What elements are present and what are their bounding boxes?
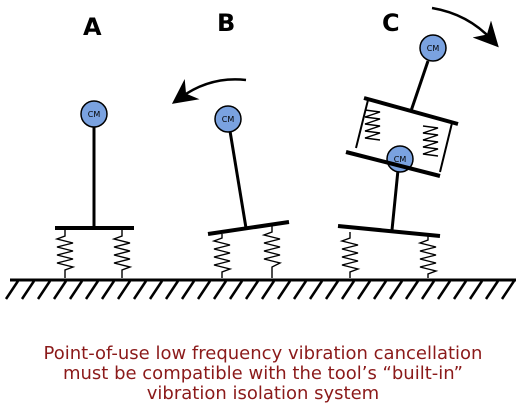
rotation-arrow-c (431, 6, 499, 48)
hatch-line (100, 280, 116, 300)
panel-b: B CM (171, 9, 290, 278)
hatch-line (212, 280, 228, 300)
panel-letter-c: C (382, 9, 400, 37)
platform-b (207, 220, 290, 236)
spring (54, 230, 76, 278)
panel-letter-a: A (83, 13, 102, 41)
spring-group-a (54, 230, 133, 278)
isolation-frame-c (345, 96, 459, 178)
hatch-line (260, 280, 276, 300)
hatch-line (452, 280, 468, 300)
hatch-line (468, 280, 484, 300)
hatch-line (84, 280, 100, 300)
spring-group-c-lower (339, 232, 439, 278)
frame-bottom-bar (345, 150, 441, 178)
upper-rod-c (409, 60, 430, 112)
rotation-arrow-b (171, 78, 247, 104)
caption-line-3: vibration isolation system (146, 383, 380, 404)
hatch-line (340, 280, 356, 300)
spring (422, 125, 439, 157)
cm-ball-c-upper (419, 34, 447, 62)
panel-c: C CM CM (337, 6, 499, 278)
caption-line-1: Point-of-use low frequency vibration can… (43, 343, 483, 364)
spring (417, 236, 439, 278)
hatch-line (52, 280, 68, 300)
hatch-line (388, 280, 404, 300)
cm-label-b: CM (222, 115, 235, 124)
vibration-isolation-diagram: A CM B CM C CM (4, 6, 516, 300)
hatch-line (292, 280, 308, 300)
ground (4, 278, 516, 300)
hatch-line (308, 280, 324, 300)
hatch-line (484, 280, 500, 300)
pendulum-rod-b (228, 130, 248, 229)
hatch-line (372, 280, 388, 300)
hatch-line (180, 280, 196, 300)
caption-line-2: must be compatible with the tool’s “buil… (62, 363, 464, 384)
cm-ball-a (80, 100, 108, 128)
hatch-line (228, 280, 244, 300)
cm-label-a: CM (88, 110, 101, 119)
caption: Point-of-use low frequency vibration can… (0, 344, 526, 404)
spring (364, 109, 381, 141)
hatch-line (20, 280, 36, 300)
hatch-line (324, 280, 340, 300)
hatch-line (148, 280, 164, 300)
hatch-line (68, 280, 84, 300)
hatch-line (420, 280, 436, 300)
hatch-line (132, 280, 148, 300)
platform-c-lower (337, 224, 441, 238)
ground-hatch (4, 280, 516, 300)
panel-letter-b: B (217, 9, 235, 37)
lower-rod-c (390, 169, 400, 231)
hatch-line (356, 280, 372, 300)
hatch-line (404, 280, 420, 300)
hatch-line (36, 280, 52, 300)
spring (211, 234, 233, 278)
hatch-line (436, 280, 452, 300)
hatch-line (196, 280, 212, 300)
hatch-line (116, 280, 132, 300)
cm-label-c-upper: CM (427, 44, 440, 53)
cm-ball-b (214, 105, 242, 133)
spring (111, 230, 133, 278)
hatch-line (244, 280, 260, 300)
hatch-line (164, 280, 180, 300)
cm-label-c-lower: CM (394, 155, 407, 164)
spring (339, 232, 361, 278)
spring (261, 226, 283, 278)
spring-group-b (211, 226, 283, 278)
hatch-line (276, 280, 292, 300)
panel-a: A CM (54, 13, 134, 278)
hatch-line (500, 280, 516, 300)
hatch-line (4, 280, 20, 300)
